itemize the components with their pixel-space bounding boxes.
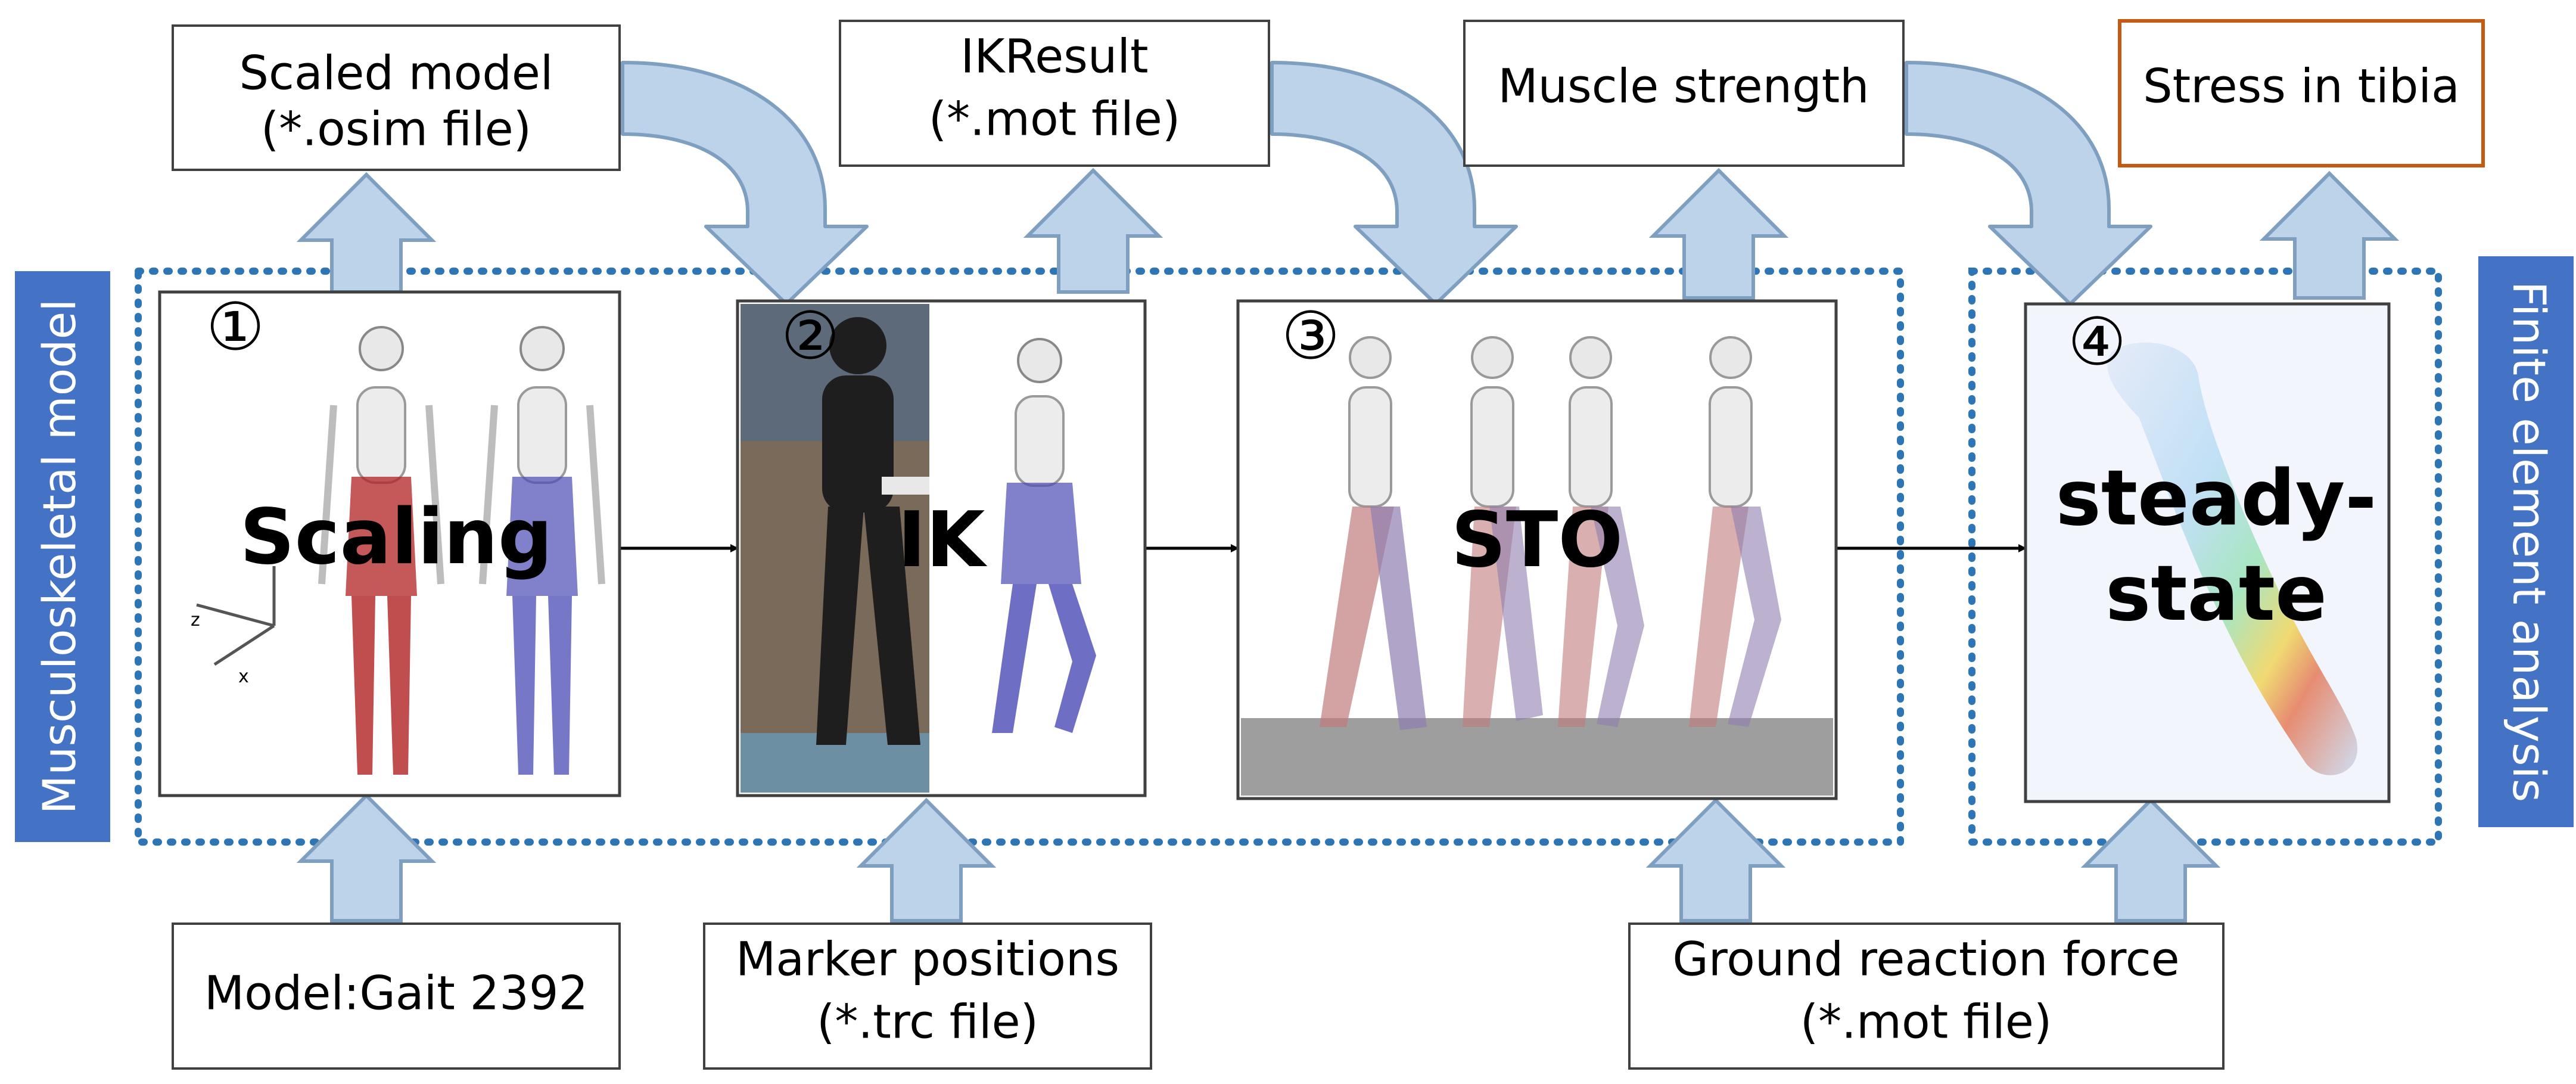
subject-silhouette [816, 317, 929, 745]
arrow-ik-to-output [1023, 167, 1163, 294]
blue-muscle-skeleton-figure [479, 326, 605, 775]
step-number-2: ② [781, 298, 840, 374]
tibia-stress-model [2107, 342, 2358, 775]
sto-panel: STO ③ [1236, 298, 1838, 800]
svg-text:Model:Gait 2392: Model:Gait 2392 [204, 967, 588, 1020]
arrow-sto-to-output [1648, 167, 1789, 300]
svg-text:Ground reaction force: Ground reaction force [1672, 933, 2179, 986]
ik-panel: IK ② [736, 298, 1147, 797]
ikresult-box: IKResult (*.mot file) [839, 20, 1270, 167]
axis-x-label: x [238, 666, 249, 687]
arrow-grf-input-sto [1645, 797, 1786, 923]
svg-text:Stress in tibia: Stress in tibia [2143, 60, 2460, 113]
marker-positions-box: Marker positions (*.trc file) [703, 923, 1152, 1070]
arrow-fe-to-output [2259, 170, 2400, 300]
stress-in-tibia-box: Stress in tibia [2118, 19, 2485, 167]
svg-text:(*.mot file): (*.mot file) [1800, 995, 2052, 1049]
curved-arrow-muscle-to-fe [1905, 61, 2152, 306]
svg-text:IKResult: IKResult [960, 30, 1148, 83]
scaling-panel: z x Scaling ① [158, 289, 621, 797]
svg-text:(*.mot file): (*.mot file) [929, 92, 1181, 146]
svg-text:(*.osim file): (*.osim file) [261, 103, 531, 156]
scaling-title: Scaling [240, 493, 553, 582]
svg-text:Muscle strength: Muscle strength [1498, 60, 1869, 113]
svg-text:Musculoskeletal model: Musculoskeletal model [33, 299, 86, 815]
axis-z-label: z [191, 610, 200, 630]
ik-title: IK [898, 496, 988, 585]
steady-state-title-line2: state [2105, 549, 2327, 638]
scaled-model-box: Scaled model (*.osim file) [172, 24, 621, 171]
fe-section-border [1968, 268, 2442, 846]
walking-skeleton-figures [1320, 336, 1781, 730]
steady-state-title-line1: steady- [2056, 454, 2377, 543]
svg-text:Finite element analysis: Finite element analysis [2503, 281, 2556, 803]
curved-arrow-scaled-model-to-ik [621, 61, 869, 306]
muscle-strength-box: Muscle strength [1463, 20, 1905, 167]
svg-text:Scaled model: Scaled model [239, 46, 553, 100]
arrow-model-input [296, 793, 437, 923]
svg-text:Marker positions: Marker positions [736, 933, 1119, 986]
model-gait-box: Model:Gait 2392 [172, 923, 621, 1070]
coordinate-axes [196, 566, 276, 666]
step-number-4: ④ [2068, 304, 2127, 380]
sto-title: STO [1451, 496, 1623, 585]
musculoskeletal-section-border [135, 268, 1904, 846]
step-number-1: ① [206, 289, 265, 365]
floor [1241, 718, 1833, 796]
fe-side-label: Finite element analysis [2478, 256, 2574, 827]
svg-text:(*.trc file): (*.trc file) [817, 995, 1038, 1049]
arrow-grf-input-fe [2080, 797, 2221, 923]
arrow-marker-input [856, 797, 997, 923]
musculoskeletal-side-label: Musculoskeletal model [15, 271, 110, 842]
grf-box: Ground reaction force (*.mot file) [1628, 923, 2225, 1070]
step-number-3: ③ [1281, 298, 1340, 374]
curved-arrow-ikresult-to-sto [1270, 61, 1518, 306]
red-muscle-skeleton-figure [318, 326, 444, 775]
ik-skeleton-figure [992, 338, 1096, 733]
steady-state-panel: steady- state ④ [2024, 302, 2391, 803]
